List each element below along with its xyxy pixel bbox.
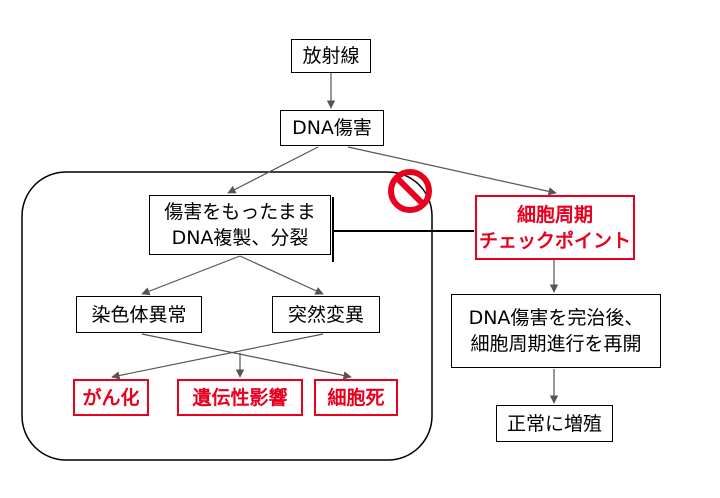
genetic-effect-label: 遺伝性影響 xyxy=(192,386,288,409)
arrow-replication-to-chromosome xyxy=(141,255,241,296)
prohibited-icon xyxy=(388,169,432,213)
normal-growth-node: 正常に増殖 xyxy=(496,405,613,442)
checkpoint-line-2: チェックポイント xyxy=(478,229,631,252)
radiation-node: 放射線 xyxy=(291,39,371,73)
replication-line-1: 傷害をもったまま xyxy=(164,201,316,223)
arrow-chromosome-to-cell-death xyxy=(141,333,352,380)
arrow-mutation-to-cancer xyxy=(111,333,324,380)
arrow-damage-to-replication xyxy=(227,146,319,194)
checkpoint-line-1: 細胞周期 xyxy=(516,203,593,226)
mutation-label: 突然変異 xyxy=(287,303,364,326)
mutation-node: 突然変異 xyxy=(272,296,380,333)
cancer-node: がん化 xyxy=(73,379,149,416)
dna-damage-label: DNA傷害 xyxy=(292,117,372,139)
dna-damage-node: DNA傷害 xyxy=(280,110,384,146)
replication-line-2: DNA複製、分裂 xyxy=(171,227,309,249)
cancer-label: がん化 xyxy=(82,386,140,409)
repair-and-resume-node: DNA傷害を完治後、 細胞周期進行を再開 xyxy=(451,294,661,368)
radiation-label: 放射線 xyxy=(302,45,360,67)
repair-line-1: DNA傷害を完治後、 xyxy=(468,307,644,329)
consequence-region-box xyxy=(21,171,433,461)
cell-cycle-checkpoint-node: 細胞周期 チェックポイント xyxy=(475,195,635,260)
replication-with-damage-node: 傷害をもったまま DNA複製、分裂 xyxy=(149,195,331,255)
normal-growth-label: 正常に増殖 xyxy=(506,412,602,435)
chromosome-abnormality-label: 染色体異常 xyxy=(91,303,187,326)
chromosome-abnormality-node: 染色体異常 xyxy=(76,296,202,333)
repair-line-2: 細胞周期進行を再開 xyxy=(470,333,642,355)
cell-death-label: 細胞死 xyxy=(327,386,385,409)
arrow-replication-to-mutation xyxy=(239,255,324,295)
arrow-damage-to-checkpoint xyxy=(347,146,557,196)
genetic-effect-node: 遺伝性影響 xyxy=(177,379,303,416)
cell-death-node: 細胞死 xyxy=(314,379,398,416)
